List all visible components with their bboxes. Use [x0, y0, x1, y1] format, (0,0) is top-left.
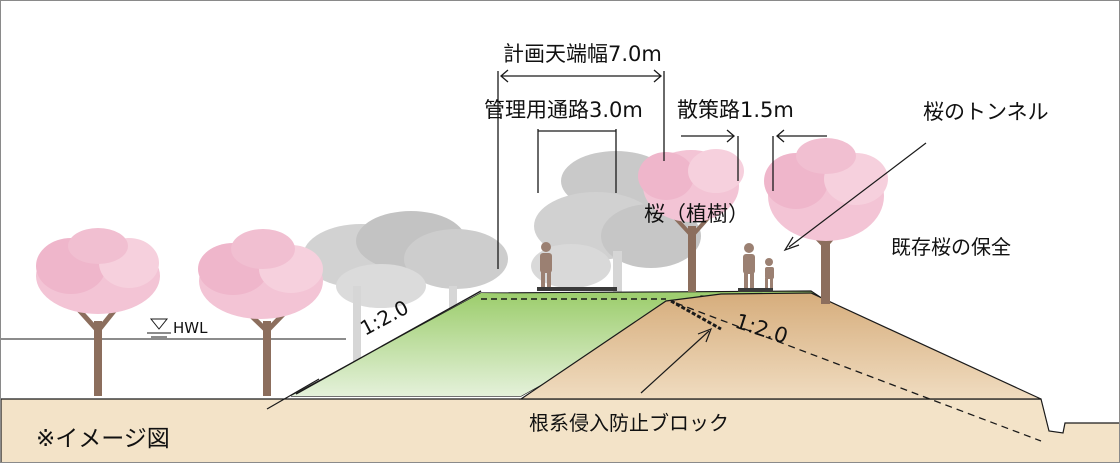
cherry-tunnel-arrowhead [783, 236, 800, 252]
cherry-tunnel-label: 桜のトンネル [923, 100, 1049, 124]
person-on-road [540, 242, 552, 287]
root-block-label: 根系侵入防止ブロック [529, 411, 729, 435]
image-note-label: ※イメージ図 [36, 426, 170, 452]
left-slope-line [295, 290, 482, 395]
cherry-tree-left-2 [198, 229, 323, 396]
right-slope-dashed [675, 302, 1042, 442]
old-levee-body [291, 293, 701, 396]
management-road-label: 管理用通路3.0m [484, 98, 643, 122]
crest-width-label: 計画天端幅7.0m [503, 42, 662, 66]
existing-cherry-label: 既存桜の保全 [891, 235, 1011, 259]
cherry-tree-planted [638, 149, 744, 292]
cherry-planting-label: 桜（植樹） [644, 202, 749, 226]
person-adult-promenade [743, 243, 755, 288]
dimension-promenade [681, 129, 827, 191]
cherry-tree-existing [764, 138, 888, 304]
cherry-tree-left-1 [36, 228, 160, 396]
hwl-label: HWL [173, 319, 208, 337]
promenade-surface [738, 288, 773, 292]
new-levee [519, 292, 1042, 400]
slope-leader-left [266, 378, 320, 410]
dimension-crest-width [497, 69, 665, 269]
promenade-label: 散策路1.5m [677, 98, 794, 122]
management-road-surface [537, 287, 617, 291]
root-block-arrowhead [697, 327, 713, 343]
root-block-line [670, 299, 722, 331]
cherry-tunnel-leader [788, 142, 927, 248]
ground-surface [1, 398, 1119, 462]
hwl-marker [147, 318, 171, 338]
dimension-management-road [537, 129, 617, 193]
root-block-leader [640, 330, 710, 394]
person-child-promenade [765, 258, 774, 288]
